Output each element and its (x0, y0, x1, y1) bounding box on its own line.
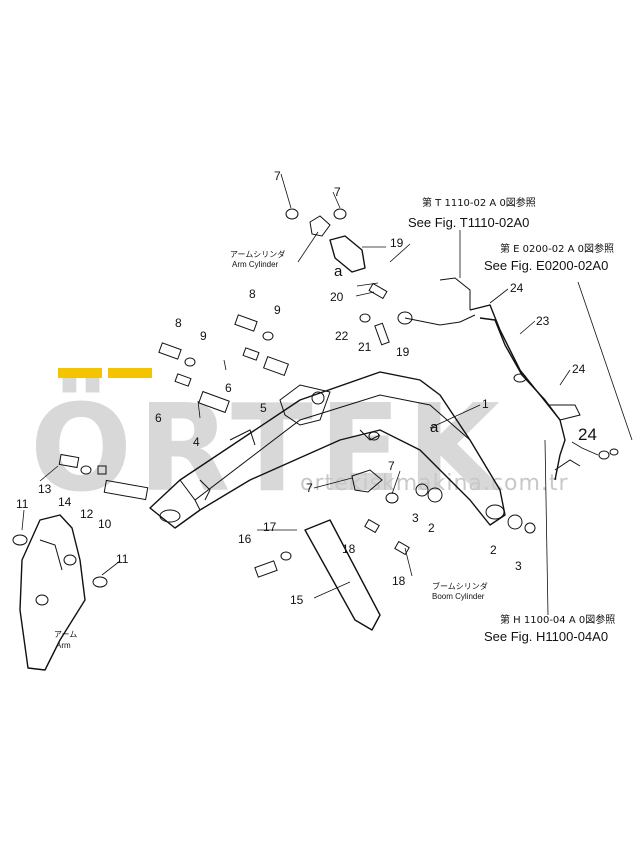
marker-a: a (334, 263, 343, 280)
part-label-1: 1 (482, 397, 489, 411)
ref-h1100-jp: 第 H 1100-04 A 0図参照 (500, 613, 615, 626)
cylinder-notes: アームシリンダ Arm Cylinder ブームシリンダ Boom Cylind… (230, 249, 488, 601)
watermark-accent-right (108, 368, 152, 378)
part-label-3: 3 (515, 559, 522, 573)
part-label-7: 7 (274, 169, 281, 183)
arm-cylinder-jp: アームシリンダ (230, 249, 285, 259)
cover-15 (304, 519, 381, 631)
part-label-15: 15 (290, 593, 304, 607)
boom-cylinder-en: Boom Cylinder (432, 592, 485, 601)
figure-references: 第 T 1110-02 A 0図参照 See Fig. T1110-02A0 第… (408, 196, 615, 644)
washer-7a (285, 208, 299, 220)
ref-e0200-en: See Fig. E0200-02A0 (484, 258, 608, 273)
watermark-url: ortekiskmakina.com.tr (300, 471, 569, 496)
part-label-5: 5 (260, 401, 267, 415)
part-label-4: 4 (193, 435, 200, 449)
arm-cylinder-en: Arm Cylinder (232, 260, 279, 269)
marker-a: a (430, 419, 439, 436)
boom-cylinder-jp: ブームシリンダ (432, 581, 488, 591)
small-parts (12, 208, 619, 631)
part-label-24: 24 (572, 362, 586, 376)
part-label-19: 19 (390, 236, 404, 250)
part-label-11: 11 (16, 497, 29, 511)
part-label-24: 24 (510, 281, 524, 295)
part-label-21: 21 (358, 340, 372, 354)
part-label-17: 17 (263, 520, 277, 534)
hose-23 (404, 277, 581, 481)
part-label-9: 9 (200, 329, 207, 343)
part-label-12: 12 (80, 507, 94, 521)
ref-e0200-jp: 第 E 0200-02 A 0図参照 (500, 242, 614, 255)
ref-t1110-en: See Fig. T1110-02A0 (408, 215, 529, 230)
part-label-11: 11 (116, 552, 129, 566)
watermark: ÖRTEK ortekiskmakina.com.tr (30, 368, 569, 519)
part-label-13: 13 (38, 482, 52, 496)
part-label-9: 9 (274, 303, 281, 317)
part-labels: 7 7 19 20 22 21 19 24 23 24 24 1 8 9 8 9… (16, 169, 597, 607)
part-label-3: 3 (412, 511, 419, 525)
part-label-18: 18 (392, 574, 406, 588)
part-label-14: 14 (58, 495, 72, 509)
arm: アーム Arm (19, 514, 86, 671)
washer-7b (333, 208, 347, 220)
part-label-6: 6 (225, 381, 232, 395)
part-label-2: 2 (490, 543, 497, 557)
part-label-10: 10 (98, 517, 112, 531)
part-label-8: 8 (175, 316, 182, 330)
markers: a a (334, 263, 439, 436)
sensor-19 (329, 235, 366, 273)
part-label-7: 7 (306, 481, 313, 495)
arm-label-en: Arm (56, 641, 71, 650)
part-label-2: 2 (428, 521, 435, 535)
part-label-20: 20 (330, 290, 344, 304)
ref-h1100-en: See Fig. H1100-04A0 (484, 629, 608, 644)
part-label-19: 19 (396, 345, 410, 359)
arm-label-jp: アーム (54, 630, 77, 639)
part-label-23: 23 (536, 314, 550, 328)
part-label-24: 24 (578, 425, 597, 444)
part-label-18: 18 (342, 542, 356, 556)
boom (149, 371, 506, 529)
watermark-accent-left (58, 368, 102, 378)
part-label-6: 6 (155, 411, 162, 425)
part-label-22: 22 (335, 329, 349, 343)
part-label-7: 7 (388, 459, 395, 473)
watermark-brand: ÖRTEK (30, 379, 506, 519)
leader-lines (21, 173, 633, 616)
part-label-7: 7 (334, 185, 341, 199)
part-label-8: 8 (249, 287, 256, 301)
part-label-16: 16 (238, 532, 252, 546)
ref-t1110-jp: 第 T 1110-02 A 0図参照 (422, 196, 536, 209)
